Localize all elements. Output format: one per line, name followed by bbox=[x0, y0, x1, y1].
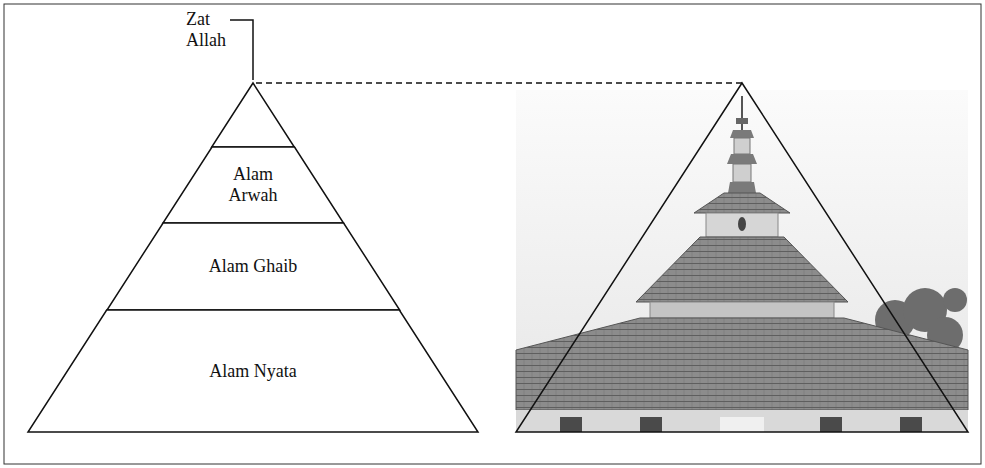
wall bbox=[516, 410, 968, 432]
roof-bottom bbox=[516, 318, 968, 410]
triangle-outline bbox=[516, 83, 968, 432]
band-arwah: Alam Arwah bbox=[163, 147, 344, 223]
leader-line bbox=[230, 20, 253, 80]
photo-ground bbox=[516, 90, 968, 432]
frame bbox=[4, 4, 981, 464]
spire bbox=[727, 96, 757, 193]
band-label: Alam Nyata bbox=[209, 361, 296, 382]
apex-label: Zat Allah bbox=[186, 9, 246, 50]
band-label: Alam Ghaib bbox=[209, 256, 297, 277]
dashed-line bbox=[256, 82, 742, 83]
roof-middle bbox=[636, 237, 848, 302]
roof-top bbox=[694, 193, 790, 213]
oval-window bbox=[738, 217, 746, 231]
band-ghaib: Alam Ghaib bbox=[107, 223, 400, 310]
pyramid-apex bbox=[212, 83, 295, 147]
band-label: Alam Arwah bbox=[213, 164, 293, 205]
roof-wall bbox=[706, 213, 778, 237]
band-nyata: Alam Nyata bbox=[28, 310, 478, 432]
roof-wall bbox=[650, 302, 834, 318]
windows bbox=[560, 417, 922, 432]
